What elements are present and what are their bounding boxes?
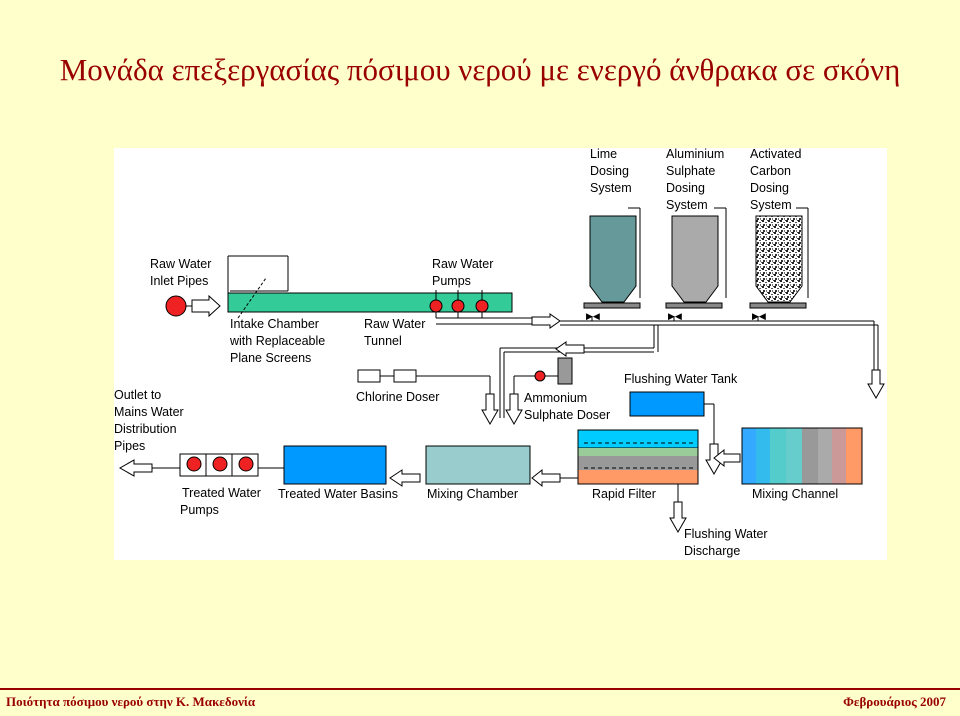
ammonium-arrow-icon <box>505 393 523 426</box>
rapid-filter: Rapid Filter Flushing Water Discharge <box>577 429 768 558</box>
raw-pump-2-icon <box>451 299 465 313</box>
flushing-discharge-label-1: Flushing Water <box>684 527 768 541</box>
return-line <box>499 325 659 418</box>
ammonium-label-2: Sulphate Doser <box>524 408 610 422</box>
ammonium-label-1: Ammonium <box>524 391 587 405</box>
alum-dosing-system: Aluminium Sulphate Dosing System ▶◀ <box>665 148 727 321</box>
treated-water-pumps: Treated Water Pumps <box>179 453 284 517</box>
flushing-tank <box>629 391 705 417</box>
inlet-pump-icon <box>165 295 187 317</box>
footer-right: Φεβρουάριος 2007 <box>843 694 946 709</box>
treated-pump-1-icon <box>186 456 202 472</box>
raw-water-pumps-label-2: Pumps <box>432 274 471 288</box>
outlet-label-2: Mains Water <box>114 405 184 419</box>
basin-arrow-icon <box>389 469 421 487</box>
carbon-label-3: Dosing <box>750 181 789 195</box>
alum-label-2: Sulphate <box>666 164 715 178</box>
lime-label-1: Lime <box>590 148 617 161</box>
raw-pump-1-icon <box>429 299 443 313</box>
outlet-label-4: Pipes <box>114 439 145 453</box>
ammonium-pump-icon <box>534 370 546 382</box>
treated-water-basins: Treated Water Basins <box>278 445 421 501</box>
raw-water-pumps-label-1: Raw Water <box>432 257 493 271</box>
lime-dosing-system: Lime Dosing System ▶◀ <box>583 148 641 321</box>
svg-text:▶◀: ▶◀ <box>586 311 600 321</box>
raw-water-inlet: Raw Water Inlet Pipes <box>150 257 221 318</box>
mixing-chamber-label: Mixing Chamber <box>427 487 518 501</box>
flush-arrow-icon <box>705 443 723 476</box>
lime-label-3: System <box>590 181 632 195</box>
flushing-discharge-label-2: Discharge <box>684 544 740 558</box>
carbon-label-1: Activated <box>750 148 801 161</box>
rapid-filter-label: Rapid Filter <box>592 487 656 501</box>
chlorine-tank-2 <box>393 369 417 383</box>
raw-water-pumps: Raw Water Pumps Raw Water Tunnel <box>364 257 885 400</box>
discharge-arrow-icon <box>669 501 687 534</box>
filter-to-chamber-arrow-icon <box>531 468 561 488</box>
mixing-chamber: Mixing Chamber <box>425 445 578 501</box>
treated-pumps-label-2: Pumps <box>180 503 219 517</box>
treated-pump-2-icon <box>212 456 228 472</box>
raw-water-tunnel-label-1: Raw Water <box>364 317 425 331</box>
inlet-arrow-icon <box>191 294 221 318</box>
chlorine-doser: Chlorine Doser <box>356 369 499 426</box>
raw-water-tunnel-label-2: Tunnel <box>364 334 402 348</box>
intake-chamber-label-3: Plane Screens <box>230 351 311 365</box>
ammonium-tank <box>557 357 573 385</box>
treated-basin <box>283 445 387 485</box>
water-treatment-diagram: Raw Water Inlet Pipes Intake Chamber wit… <box>114 148 887 560</box>
outlet-label-3: Distribution <box>114 422 177 436</box>
alum-label-4: System <box>666 198 708 212</box>
mixing-channel-tank <box>741 427 863 485</box>
chlorine-doser-label: Chlorine Doser <box>356 390 439 404</box>
raw-water-inlet-label-2: Inlet Pipes <box>150 274 208 288</box>
raw-pump-3-icon <box>475 299 489 313</box>
raw-water-inlet-label-1: Raw Water <box>150 257 211 271</box>
carbon-label-2: Carbon <box>750 164 791 178</box>
outlet-label-1: Outlet to <box>114 388 161 402</box>
chlorine-arrow-icon <box>481 393 499 426</box>
outlet-arrow-icon <box>118 459 153 477</box>
tunnel-arrow-icon <box>531 313 561 329</box>
lime-silo <box>589 215 637 303</box>
treated-basins-label: Treated Water Basins <box>278 487 398 501</box>
intake-chamber-label-2: with Replaceable <box>229 334 325 348</box>
intake-chamber-label-1: Intake Chamber <box>230 317 319 331</box>
flushing-tank-label: Flushing Water Tank <box>624 372 738 386</box>
alum-silo <box>671 215 719 303</box>
rapid-filter-bed <box>577 429 699 485</box>
return-arrow-icon <box>555 341 585 357</box>
channel-arrow-icon <box>867 369 885 400</box>
lime-label-2: Dosing <box>590 164 629 178</box>
treated-pumps-label-1: Treated Water <box>182 486 261 500</box>
carbon-dosing-system: Activated Carbon Dosing System ▶◀ <box>749 148 809 321</box>
footer-divider <box>0 688 960 690</box>
svg-text:▶◀: ▶◀ <box>752 311 766 321</box>
ammonium-doser: Ammonium Sulphate Doser <box>505 357 610 426</box>
treated-pump-3-icon <box>238 456 254 472</box>
svg-text:▶◀: ▶◀ <box>668 311 682 321</box>
outlet: Outlet to Mains Water Distribution Pipes <box>114 388 184 477</box>
chlorine-tank-1 <box>357 369 381 383</box>
footer-left: Ποιότητα πόσιμου νερού στην Κ. Μακεδονία <box>6 694 256 709</box>
carbon-label-4: System <box>750 198 792 212</box>
alum-label-1: Aluminium <box>666 148 724 161</box>
mixing-chamber-tank <box>425 445 531 485</box>
mixing-channel-label: Mixing Channel <box>752 487 838 501</box>
mixing-channel: Mixing Channel <box>741 427 863 501</box>
alum-label-3: Dosing <box>666 181 705 195</box>
slide-title: Μονάδα επεξεργασίας πόσιμου νερού με ενε… <box>59 52 901 87</box>
flushing-water-tank: Flushing Water Tank <box>624 372 738 476</box>
channel-to-filter-arrow-icon <box>713 448 741 468</box>
carbon-silo <box>755 215 803 303</box>
intake-chamber-tank <box>227 292 513 313</box>
